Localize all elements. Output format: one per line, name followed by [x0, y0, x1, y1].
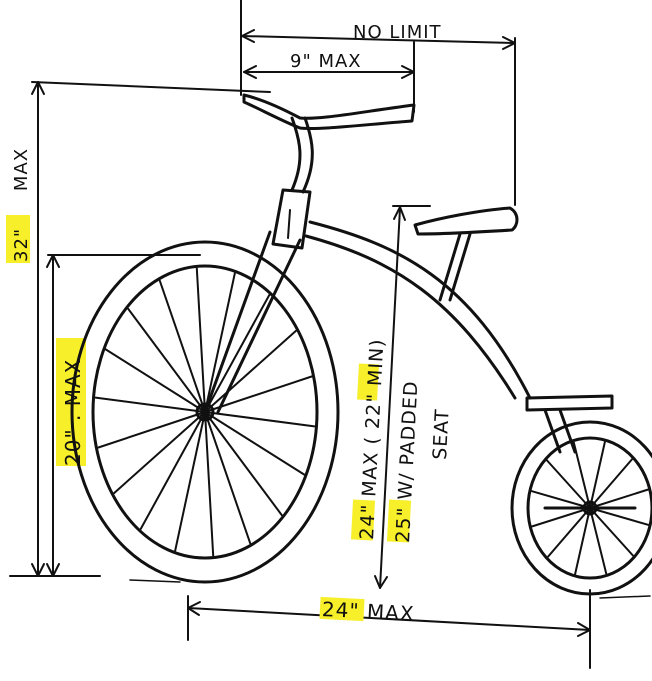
padded-seat-word: SEAT	[429, 408, 454, 460]
spoke	[204, 272, 236, 413]
padded-seat-label: 25" W/ PADDED	[392, 380, 422, 543]
spoke	[204, 375, 313, 413]
spoke	[174, 411, 206, 552]
spoke	[572, 441, 591, 509]
fork	[203, 230, 302, 414]
seat-height-highlight-b	[350, 499, 376, 541]
head-tube	[271, 188, 312, 250]
svg-text:32" MAX: 32" MAX	[11, 148, 32, 262]
wheelbase-word: MAX	[366, 599, 415, 625]
overall-height-highlight	[6, 215, 30, 263]
spoke	[204, 411, 215, 557]
spoke	[589, 488, 649, 509]
spoke	[204, 294, 271, 413]
spoke	[97, 411, 206, 449]
seat-height-value: 24"	[356, 503, 380, 540]
padded-value: 25"	[392, 506, 416, 543]
spoke	[127, 307, 206, 413]
spoke	[204, 411, 283, 517]
padded-highlight	[386, 499, 412, 543]
rear-wheel-spokes	[530, 441, 650, 575]
seat	[413, 206, 519, 302]
seat-height-label: 24" MAX ( 22" MIN)	[356, 338, 389, 540]
wheel-height-dimension	[46, 254, 201, 577]
spoke	[589, 507, 634, 557]
wheel-height-label: 20" . MAX	[61, 359, 85, 466]
overall-height-dimension	[9, 81, 271, 577]
rear-wheel	[510, 420, 652, 596]
seat-height-min-word: MIN)	[364, 338, 388, 387]
spoke	[204, 411, 252, 545]
spoke	[589, 507, 650, 526]
wheelbase-highlight	[319, 596, 365, 622]
spoke	[530, 490, 591, 509]
spoke	[195, 267, 206, 413]
padded-seat-second-line: SEAT	[429, 408, 454, 460]
handlebar	[242, 93, 416, 130]
spoke	[94, 396, 206, 413]
no-limit-dimension	[240, 0, 516, 206]
overall-height-value: 32"	[11, 228, 32, 262]
spoke	[574, 507, 591, 575]
wheelbase-label: 24" MAX	[321, 597, 415, 626]
seat-width-dimension	[243, 41, 415, 113]
frame	[304, 220, 532, 400]
spoke	[139, 411, 206, 530]
spoke	[104, 348, 206, 413]
spoke	[589, 441, 606, 509]
ground-marks	[129, 579, 651, 599]
seat-height-min-value: 22"	[362, 393, 386, 430]
seat-width-label: 9" MAX	[290, 51, 362, 72]
seat-height-highlight-a	[357, 363, 379, 401]
spoke	[531, 507, 591, 528]
svg-text:24" MAX ( 22": 24" MAX ( 22" MIN)	[356, 338, 389, 540]
spoke	[589, 507, 608, 575]
wheelbase-dimension	[187, 589, 591, 669]
seat-height-mid: MAX (	[358, 435, 383, 497]
spoke	[113, 411, 206, 495]
front-wheel	[70, 240, 340, 584]
spoke	[589, 458, 633, 509]
spoke	[204, 411, 306, 476]
front-wheel-spokes	[94, 267, 316, 557]
spoke	[204, 329, 297, 413]
spoke	[158, 279, 206, 413]
svg-text:20" . MAX: 20" . MAX	[61, 359, 85, 466]
no-limit-label: NO LIMIT	[353, 22, 442, 43]
overall-height-label: 32" MAX	[11, 148, 32, 262]
spoke	[547, 507, 591, 558]
padded-word: W/ PADDED	[394, 380, 422, 500]
spoke	[204, 411, 316, 428]
wheelbase-value: 24"	[321, 597, 360, 623]
overall-height-word: MAX	[11, 148, 32, 191]
svg-text:25" W/ PADDED: 25" W/ PADDED	[392, 380, 422, 543]
spoke	[546, 459, 591, 509]
